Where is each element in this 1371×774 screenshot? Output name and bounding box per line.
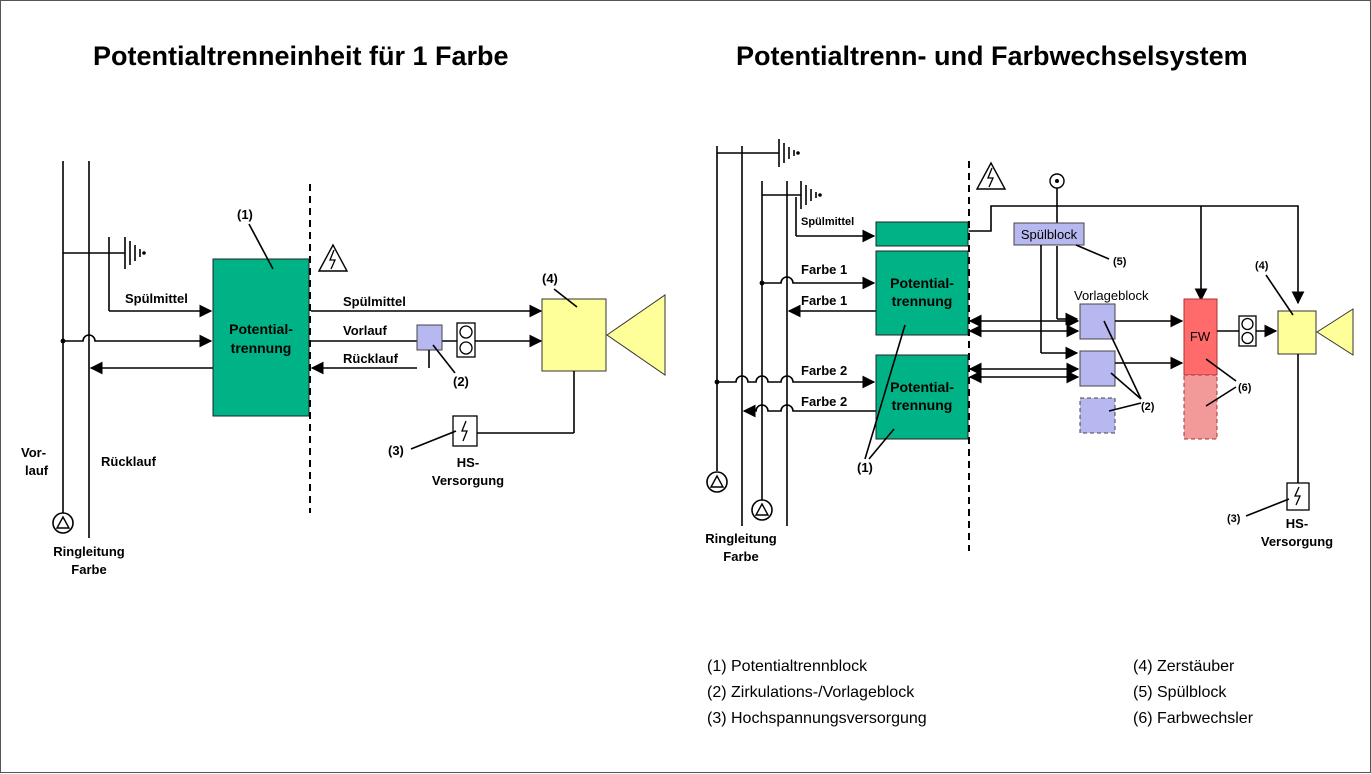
- left-title: Potentialtrenneinheit für 1 Farbe: [93, 41, 509, 71]
- r-valve-icon: [1238, 315, 1257, 347]
- r-circulation-block-3: [1079, 397, 1116, 434]
- source-node-icon: [1049, 173, 1065, 189]
- r-box2-label-1: Potential-: [890, 379, 954, 395]
- circulation-block: [416, 324, 443, 351]
- r-atomizer-spray-cone: [1316, 308, 1354, 356]
- r-hs-label-1: HS-: [1286, 516, 1308, 531]
- atomizer-spray-cone: [606, 294, 666, 376]
- label-n1: (1): [237, 207, 253, 222]
- r-potential-block-1: [875, 250, 969, 336]
- vor-label: Vor-: [21, 445, 46, 460]
- r-farbe-label: Farbe: [723, 549, 758, 564]
- farbe-label: Farbe: [71, 562, 106, 577]
- ruecklauf-vertical-label: Rücklauf: [101, 454, 157, 469]
- r-box2-label-2: trennung: [892, 397, 953, 413]
- r-label-n1: (1): [857, 460, 873, 475]
- pump-icon: [52, 512, 74, 534]
- ground-icon: [63, 237, 146, 269]
- r-atomizer: [1277, 310, 1317, 355]
- label-n3: (3): [388, 443, 404, 458]
- left-diagram: Potential- trennung (1) Spülmittel Spülm…: [21, 161, 666, 577]
- label-n4: (4): [542, 271, 558, 286]
- left-box-label-2: trennung: [231, 340, 292, 356]
- r-box1-label-1: Potential-: [890, 275, 954, 291]
- lauf-label: lauf: [25, 463, 49, 478]
- r-high-voltage-warning-icon: [975, 161, 1007, 190]
- legend-item-1: (1) Potentialtrennblock: [707, 658, 868, 675]
- legend-item-6: (6) Farbwechsler: [1133, 710, 1254, 727]
- r-spuelmittel-block: [875, 221, 969, 247]
- left-box-label-1: Potential-: [229, 321, 293, 337]
- label-n2: (2): [453, 374, 469, 389]
- vorlageblock-label: Vorlageblock: [1074, 288, 1149, 303]
- hs-label-2: Versorgung: [432, 473, 504, 488]
- farbwechsler-extension: [1183, 374, 1218, 440]
- ground-icon-2: [762, 181, 822, 209]
- r-hs-label-2: Versorgung: [1261, 534, 1333, 549]
- r-label-n4: (4): [1255, 260, 1269, 272]
- vorlauf-in-arrow: [63, 334, 213, 348]
- r-hv-supply-icon: [1286, 482, 1310, 511]
- spuelmittel-in-label: Spülmittel: [125, 291, 188, 306]
- r-farbe1-out-label: Farbe 1: [801, 293, 847, 308]
- r-farbe2-in-label: Farbe 2: [801, 363, 847, 378]
- hv-supply-icon: [452, 415, 478, 447]
- legend-item-4: (4) Zerstäuber: [1133, 658, 1235, 675]
- r-label-n6: (6): [1238, 382, 1252, 394]
- ground-icon-1: [717, 139, 800, 167]
- right-title: Potentialtrenn- und Farbwechselsystem: [736, 41, 1248, 71]
- valve-icon: [456, 322, 476, 358]
- atomizer: [541, 298, 607, 372]
- legend-item-2: (2) Zirkulations-/Vorlageblock: [707, 684, 915, 701]
- vorlauf-label: Vorlauf: [343, 323, 387, 338]
- r-spuelmittel-label: Spülmittel: [801, 216, 854, 228]
- legend-item-5: (5) Spülblock: [1133, 684, 1227, 701]
- ruecklauf-label: Rücklauf: [343, 351, 399, 366]
- fw-label: FW: [1190, 329, 1211, 344]
- spuelblock-label: Spülblock: [1021, 227, 1078, 242]
- hs-label-1: HS-: [457, 455, 479, 470]
- ringleitung-label: Ringleitung: [53, 544, 125, 559]
- legend: (1) Potentialtrennblock (2) Zirkulations…: [707, 658, 1254, 727]
- high-voltage-warning-icon: [317, 243, 349, 272]
- r-label-n5: (5): [1113, 256, 1127, 268]
- r-farbe1-in-label: Farbe 1: [801, 262, 847, 277]
- r-label-n3: (3): [1227, 513, 1241, 525]
- right-diagram: Spülmittel Farbe 1 Farbe 1 Potential- tr…: [705, 139, 1354, 564]
- r-farbe2-out-label: Farbe 2: [801, 394, 847, 409]
- r-ringleitung-label: Ringleitung: [705, 531, 777, 546]
- pump-icon-2: [751, 499, 773, 521]
- legend-item-3: (3) Hochspannungsversorgung: [707, 710, 927, 727]
- r-box1-label-2: trennung: [892, 293, 953, 309]
- pump-icon-1: [706, 471, 728, 493]
- spuelmittel-out-label: Spülmittel: [343, 294, 406, 309]
- r-label-n2: (2): [1141, 401, 1155, 413]
- potential-separation-block: [212, 258, 310, 417]
- r-circulation-block-2: [1079, 350, 1116, 387]
- spuelblock: [1013, 222, 1085, 246]
